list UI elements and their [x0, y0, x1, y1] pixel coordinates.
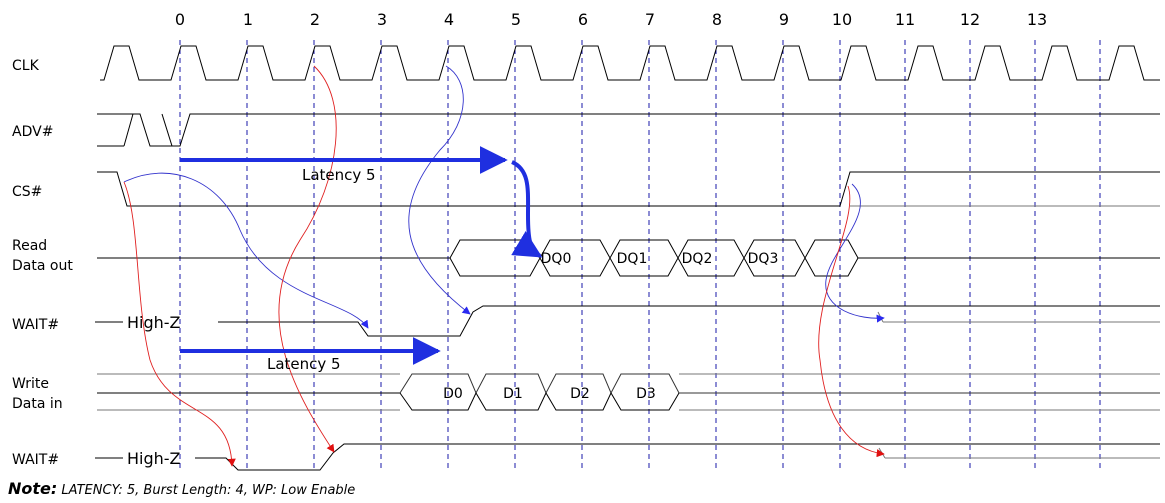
clk-waveform — [100, 45, 1160, 81]
read-cell-dq1: DQ1 — [617, 251, 648, 267]
trace-clk2-to-wait-write — [278, 65, 337, 453]
signal-label-cs: CS# — [12, 184, 42, 200]
cycle-label-3: 3 — [377, 10, 387, 29]
write-cell-d1: D1 — [503, 386, 523, 402]
trace-cs-to-wait-write — [123, 181, 236, 467]
signal-label-adv: ADV# — [12, 124, 53, 140]
read-data-cells: DQ0 DQ1 DQ2 DQ3 — [541, 251, 779, 267]
cs-waveform — [97, 171, 1160, 207]
signal-label-wait-read: WAIT# — [12, 317, 59, 333]
cycle-label-12: 12 — [960, 10, 980, 29]
footnote-text: LATENCY: 5, Burst Length: 4, WP: Low Ena… — [61, 483, 356, 498]
signal-label-read-1: Read — [12, 238, 47, 254]
latency-arrow-read-down — [511, 160, 543, 258]
cycle-label-7: 7 — [645, 10, 655, 29]
read-causal-traces — [123, 65, 885, 329]
cycle-label-13: 13 — [1027, 10, 1047, 29]
write-data-bus — [97, 373, 1160, 411]
signal-label-read-2: Data out — [12, 258, 73, 274]
read-cell-dq2: DQ2 — [682, 251, 713, 267]
cycle-label-2: 2 — [310, 10, 320, 29]
signal-label-wait-write: WAIT# — [12, 452, 59, 468]
cycle-label-8: 8 — [712, 10, 722, 29]
cycle-label-4: 4 — [444, 10, 454, 29]
cycle-label-0: 0 — [175, 10, 185, 29]
trace-cs-rise-to-wait — [825, 183, 885, 323]
read-cell-dq0: DQ0 — [541, 251, 572, 267]
wait-read-waveform — [95, 305, 1160, 337]
footnote: Note: LATENCY: 5, Burst Length: 4, WP: L… — [8, 479, 355, 498]
latency-label-write: Latency 5 — [267, 355, 341, 373]
trace-cs-to-wait — [123, 172, 369, 329]
write-cell-d2: D2 — [570, 386, 590, 402]
footnote-heading: Note: — [8, 479, 58, 498]
cycle-label-6: 6 — [578, 10, 588, 29]
signal-label-write-1: Write — [12, 376, 49, 392]
latency-label-read: Latency 5 — [302, 166, 376, 184]
cycle-label-11: 11 — [895, 10, 915, 29]
cycle-label-1: 1 — [243, 10, 253, 29]
read-cell-dq3: DQ3 — [748, 251, 779, 267]
write-causal-traces — [123, 65, 885, 467]
signal-label-write-2: Data in — [12, 396, 63, 412]
cycle-label-10: 10 — [832, 10, 852, 29]
cycle-labels: 0 1 2 3 4 5 6 7 8 9 10 11 12 13 — [175, 10, 1047, 29]
high-z-label-write: High-Z — [127, 449, 181, 468]
write-cell-d0: D0 — [443, 386, 463, 402]
write-data-cells: D0 D1 D2 D3 — [443, 386, 656, 402]
trace-clk4-to-wait — [408, 65, 471, 315]
high-z-label-read: High-Z — [127, 313, 181, 332]
cycle-label-5: 5 — [511, 10, 521, 29]
signal-label-clk: CLK — [12, 58, 40, 74]
adv-waveform — [97, 113, 1160, 147]
cycle-label-9: 9 — [779, 10, 789, 29]
write-cell-d3: D3 — [636, 386, 656, 402]
signal-labels: CLK ADV# CS# Read Data out WAIT# Write D… — [12, 58, 73, 468]
latency-arrows — [180, 146, 543, 365]
wait-write-waveform — [95, 443, 1160, 471]
trace-cs-rise-to-wait-write — [818, 185, 885, 458]
